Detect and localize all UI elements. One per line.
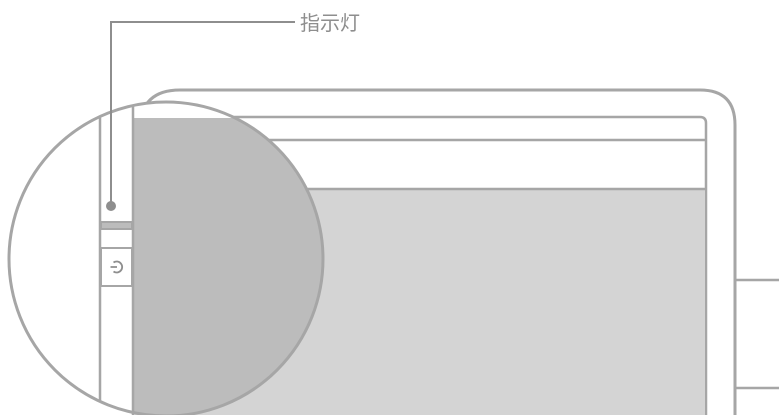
indicator-light-slot (100, 221, 133, 230)
device-inner-bezel (131, 115, 708, 415)
power-icon (110, 260, 123, 274)
callout-leader-line (110, 21, 295, 204)
callout-label: 指示灯 (300, 11, 360, 35)
indicator-light-dot (106, 201, 116, 211)
magnifier-ring (7, 100, 325, 415)
side-connector-bracket (735, 278, 779, 390)
magnifier-content (9, 102, 323, 415)
